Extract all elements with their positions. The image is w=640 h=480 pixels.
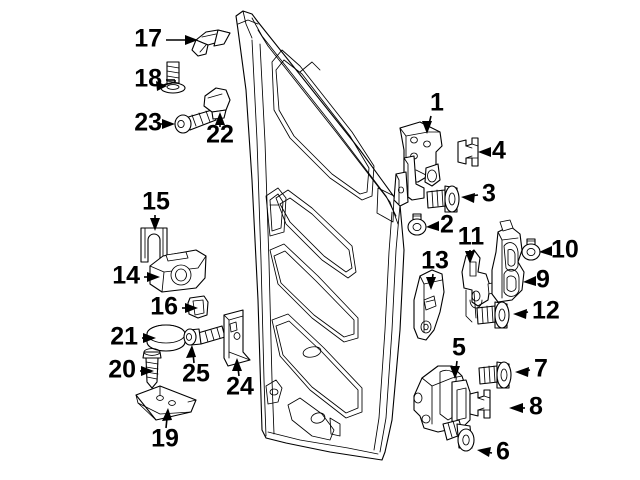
callout-12: 12 [532,297,560,325]
part-hinge-cover-clip [191,29,231,57]
part-hinge-pin-clip [457,137,479,167]
callout-5: 5 [452,334,466,362]
callout-1: 1 [430,89,444,117]
leader-lines [140,35,552,457]
part-pan-head-screw [142,348,162,389]
part-hinge-flange-bolt [478,361,512,389]
part-upper-hinge-bracket [393,121,443,207]
callout-17: 17 [134,25,162,53]
part-lower-hinge-bracket [413,365,471,433]
callout-8: 8 [529,393,543,421]
part-hinge-bolt [426,185,460,213]
callout-24: 24 [226,373,254,401]
callout-15: 15 [142,188,170,216]
callout-19: 19 [151,425,179,453]
callout-numbers: 17 18 23 22 15 14 16 21 20 25 24 19 1 4 … [108,25,579,466]
part-latch-bolt [476,301,510,329]
part-shoulder-screw [160,61,186,94]
callout-10: 10 [551,236,579,264]
callout-6: 6 [496,438,510,466]
part-lower-pin-clip [469,389,491,419]
part-latch-cover-shield [413,269,445,341]
callout-16: 16 [150,293,178,321]
callout-20: 20 [108,356,136,384]
callout-4: 4 [492,137,506,165]
part-wedge-bumper [203,87,231,120]
callout-7: 7 [534,355,548,383]
callout-14: 14 [112,262,140,290]
part-cap-nut [407,213,427,236]
callout-25: 25 [182,360,210,388]
part-striker-shim-plate [135,385,197,421]
callout-2: 2 [440,211,454,239]
callout-9: 9 [536,266,550,294]
callout-11: 11 [458,223,485,251]
callout-3: 3 [482,180,496,208]
callout-21: 21 [110,323,138,351]
part-door-latch-assembly [491,219,525,303]
part-lock-cap-nut [521,238,541,261]
part-hex-flange-screw [183,325,226,346]
part-interior-handle-bezel [149,249,207,293]
callout-18: 18 [134,65,162,93]
part-angle-bracket [223,309,251,367]
callout-23: 23 [134,109,162,137]
part-tapping-screw [174,109,217,134]
part-latch-release-lever [461,249,498,323]
callout-13: 13 [421,247,449,275]
part-lower-hinge-bolt [442,419,475,452]
door-panel [235,10,405,461]
callout-22: 22 [206,121,234,149]
